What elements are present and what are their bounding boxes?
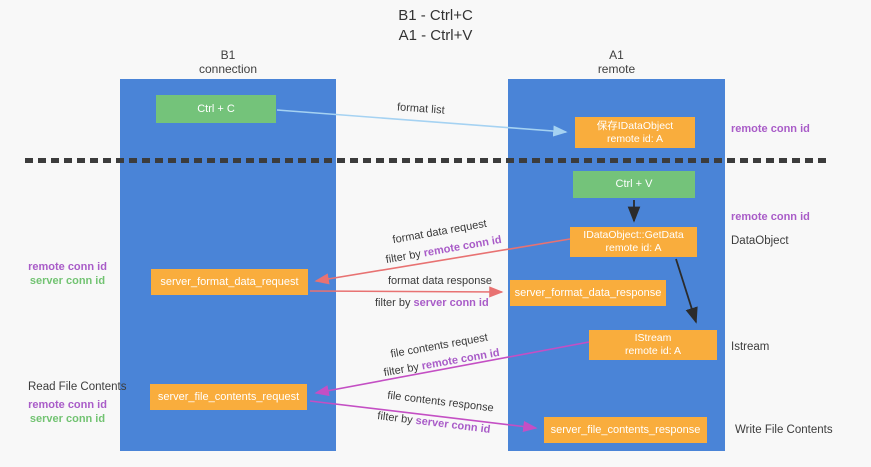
a1-column-header: A1 remote — [508, 48, 725, 76]
server-conn-id-text: server conn id — [414, 414, 492, 436]
filter-by-text: filter by — [384, 247, 425, 267]
save-idataobject-line2: remote id: A — [606, 132, 664, 145]
istream-box-line2: remote id: A — [624, 345, 682, 357]
istream-box-line1: IStream — [634, 332, 672, 344]
server-file-contents-request-label: server_file_contents_request — [157, 390, 300, 403]
a1-column-header-line2: remote — [597, 62, 636, 76]
b1-column-header-line2: connection — [198, 62, 258, 76]
server-format-data-response-label: server_format_data_response — [514, 286, 662, 299]
remote-conn-id-label-top-right: remote conn id — [731, 123, 810, 135]
format-data-response-label: format data response — [388, 275, 492, 287]
server-conn-id-label-bottom-left: server conn id — [29, 413, 106, 425]
server-file-contents-response-label: server_file_contents_response — [550, 423, 701, 436]
arrow-format-data-response — [309, 286, 504, 298]
ctrl-c-box: Ctrl + C — [156, 95, 276, 123]
istream-label: Istream — [731, 341, 770, 353]
save-idataobject-box: 保存IDataObject remote id: A — [575, 117, 695, 148]
server-format-data-request-box: server_format_data_request — [151, 269, 308, 295]
filter-by-text: filter by — [376, 410, 417, 427]
server-conn-id-label-mid-left: server conn id — [29, 275, 106, 287]
write-file-contents-label: Write File Contents — [735, 424, 833, 436]
server-file-contents-request-box: server_file_contents_request — [150, 384, 307, 410]
read-file-contents-label: Read File Contents — [28, 381, 127, 393]
idataobject-getdata-line2: remote id: A — [605, 242, 662, 254]
dataobject-label: DataObject — [731, 235, 789, 247]
filter-by-text: filter by — [382, 360, 423, 380]
server-format-data-request-label: server_format_data_request — [160, 275, 299, 288]
ctrl-v-box: Ctrl + V — [573, 171, 695, 198]
a1-column-header-line1: A1 — [609, 48, 624, 62]
diagram-title-line2: A1 - Ctrl+V — [398, 27, 473, 44]
server-conn-id-text: server conn id — [413, 297, 489, 309]
remote-conn-id-label-mid-left: remote conn id — [28, 261, 107, 273]
filter-by-text: filter by — [375, 297, 414, 309]
server-format-data-response-box: server_format_data_response — [510, 280, 666, 306]
remote-conn-id-label-mid-right: remote conn id — [731, 211, 810, 223]
format-response-filter-label: filter by server conn id — [375, 297, 489, 309]
file-response-filter-label: filter by server conn id — [377, 410, 491, 436]
session-separator-dashed-line — [25, 158, 831, 163]
idataobject-getdata-line1: IDataObject::GetData — [583, 229, 684, 241]
b1-column-header-line1: B1 — [220, 48, 236, 62]
format-list-label: format list — [396, 101, 446, 117]
diagram-title-line1: B1 - Ctrl+C — [398, 7, 473, 24]
idataobject-getdata-box: IDataObject::GetData remote id: A — [570, 227, 697, 257]
b1-column-header: B1 connection — [120, 48, 336, 76]
ctrl-c-label: Ctrl + C — [197, 102, 235, 115]
istream-box: IStream remote id: A — [589, 330, 717, 360]
ctrl-v-label: Ctrl + V — [615, 178, 653, 190]
file-contents-response-label: file contents response — [386, 389, 495, 415]
server-file-contents-response-box: server_file_contents_response — [544, 417, 707, 443]
save-idataobject-line1: 保存IDataObject — [596, 119, 674, 132]
remote-conn-id-label-bottom-left: remote conn id — [28, 399, 107, 411]
